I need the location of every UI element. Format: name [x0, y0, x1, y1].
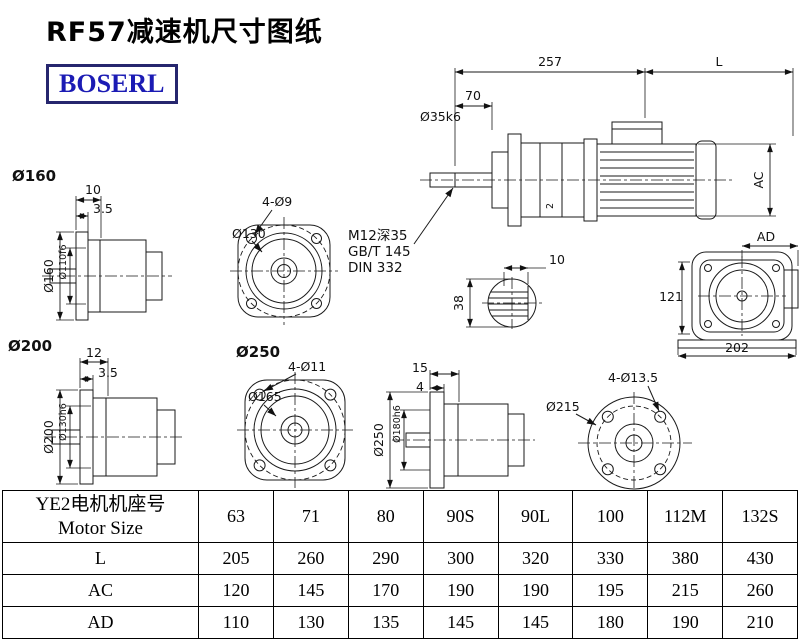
- motor-end-view-ad: AD 121 202: [659, 229, 799, 359]
- flange-view-215-front: Ø215 4-Ø13.5: [546, 370, 692, 490]
- dim-ac-label: AC: [751, 171, 766, 188]
- row-label-ac: AC: [2, 574, 199, 607]
- view-200-dim-3-5: 3.5: [98, 365, 118, 380]
- shaft-diameter-label: Ø35k6: [420, 109, 461, 124]
- table-cell: 190: [647, 606, 724, 639]
- table-cell: 260: [272, 542, 349, 575]
- table-cell: 190: [422, 574, 499, 607]
- table-cell: 430: [722, 542, 798, 575]
- dimension-table: YE2电机机座号 Motor Size 63 71 80 90S 90L 100…: [2, 490, 798, 639]
- motor-size-header-cn: YE2电机机座号: [35, 493, 166, 515]
- flange-view-250-side: 15 4 Ø250 Ø180h6: [371, 360, 535, 489]
- table-cell: 170: [347, 574, 424, 607]
- brand-logo: BOSERL: [46, 64, 178, 104]
- view-160-dim-3-5: 3.5: [93, 201, 113, 216]
- table-cell: 205: [198, 542, 274, 575]
- motor-size-header-en: Motor Size: [58, 517, 143, 539]
- view-160-label: Ø160: [12, 167, 56, 185]
- size-col-header: 112M: [647, 490, 724, 543]
- table-row: AC 120 145 170 190 190 195 215 260: [2, 574, 798, 607]
- flange-view-160-side: Ø160 10 3.5 Ø160 Ø110f6: [12, 167, 172, 321]
- flange-130-dia-label: Ø130: [232, 226, 266, 241]
- table-cell: 380: [647, 542, 724, 575]
- table-cell: 190: [497, 574, 574, 607]
- note-gb-label: GB/T 145: [348, 244, 411, 260]
- row-label-ad: AD: [2, 606, 199, 639]
- row-label-l: L: [2, 542, 199, 575]
- view-250-dim-15: 15: [412, 360, 428, 375]
- key-dim-38-label: 38: [451, 295, 466, 311]
- table-cell: 290: [347, 542, 424, 575]
- flange-130-holes-label: 4-Ø9: [262, 194, 292, 209]
- page-title: RF57减速机尺寸图纸: [46, 17, 323, 48]
- dim-121-label: 121: [659, 289, 683, 304]
- flange-250-label: Ø250: [236, 343, 280, 361]
- dim-70-label: 70: [465, 88, 481, 103]
- shaft-keyway-section: 10 38: [451, 252, 565, 329]
- table-cell: 215: [647, 574, 724, 607]
- table-row: AD 110 130 135 145 145 180 190 210: [2, 606, 798, 639]
- note-din-label: DIN 332: [348, 260, 403, 276]
- view-250-dim-4: 4: [416, 379, 424, 394]
- view-200-spigot-dia: Ø130h6: [58, 403, 69, 441]
- size-col-header: 90S: [422, 490, 499, 543]
- dim-202-label: 202: [725, 340, 749, 355]
- table-cell: 300: [422, 542, 499, 575]
- flange-250-dia-165-label: Ø165: [248, 389, 282, 404]
- table-cell: 180: [572, 606, 649, 639]
- view-200-outer-dia: Ø200: [41, 420, 56, 454]
- size-col-header: 100: [572, 490, 649, 543]
- motor-size-header: YE2电机机座号 Motor Size: [2, 490, 199, 543]
- dim-257-label: 257: [538, 54, 562, 69]
- flange-250-holes-label: 4-Ø11: [288, 359, 326, 374]
- main-assembly-view: 257 L 70 Ø35k6 AC 2 M12深35 GB/T 145 DIN …: [348, 54, 794, 276]
- table-cell: 195: [572, 574, 649, 607]
- table-cell: 145: [497, 606, 574, 639]
- table-cell: 110: [198, 606, 274, 639]
- table-cell: 260: [722, 574, 798, 607]
- table-cell: 320: [497, 542, 574, 575]
- flange-215-dia-label: Ø215: [546, 399, 580, 414]
- view-250-spigot-dia: Ø180h6: [392, 405, 403, 443]
- view-160-outer-dia: Ø160: [41, 259, 56, 293]
- view-160-dim-10: 10: [85, 182, 101, 197]
- size-col-header: 132S: [722, 490, 798, 543]
- technical-drawing: 257 L 70 Ø35k6 AC 2 M12深35 GB/T 145 DIN …: [8, 54, 799, 490]
- table-cell: 135: [347, 606, 424, 639]
- table-cell: 145: [272, 574, 349, 607]
- view-160-spigot-dia: Ø110f6: [58, 245, 69, 280]
- table-cell: 210: [722, 606, 798, 639]
- view-200-label: Ø200: [8, 337, 52, 355]
- dim-ad-label: AD: [757, 229, 775, 244]
- table-cell: 130: [272, 606, 349, 639]
- dim-2-label: 2: [545, 203, 556, 209]
- flange-view-250-front: Ø250 4-Ø11 Ø165: [236, 343, 353, 488]
- dim-l-label: L: [716, 54, 723, 69]
- note-tap-label: M12深35: [348, 228, 408, 244]
- flange-view-200-side: Ø200 12 3.5 Ø200 Ø130h6: [8, 337, 185, 485]
- view-250-outer-dia: Ø250: [371, 423, 386, 457]
- table-header-row: YE2电机机座号 Motor Size 63 71 80 90S 90L 100…: [2, 490, 798, 543]
- size-col-header: 80: [347, 490, 424, 543]
- table-cell: 330: [572, 542, 649, 575]
- size-col-header: 71: [272, 490, 349, 543]
- flange-215-holes-label: 4-Ø13.5: [608, 370, 658, 385]
- key-dim-10-label: 10: [549, 252, 565, 267]
- table-cell: 120: [198, 574, 274, 607]
- table-row: L 205 260 290 300 320 330 380 430: [2, 542, 798, 575]
- table-cell: 145: [422, 606, 499, 639]
- size-col-header: 90L: [497, 490, 574, 543]
- size-col-header: 63: [198, 490, 274, 543]
- flange-view-130-front: 4-Ø9 Ø130: [230, 194, 338, 325]
- view-200-dim-12: 12: [86, 345, 102, 360]
